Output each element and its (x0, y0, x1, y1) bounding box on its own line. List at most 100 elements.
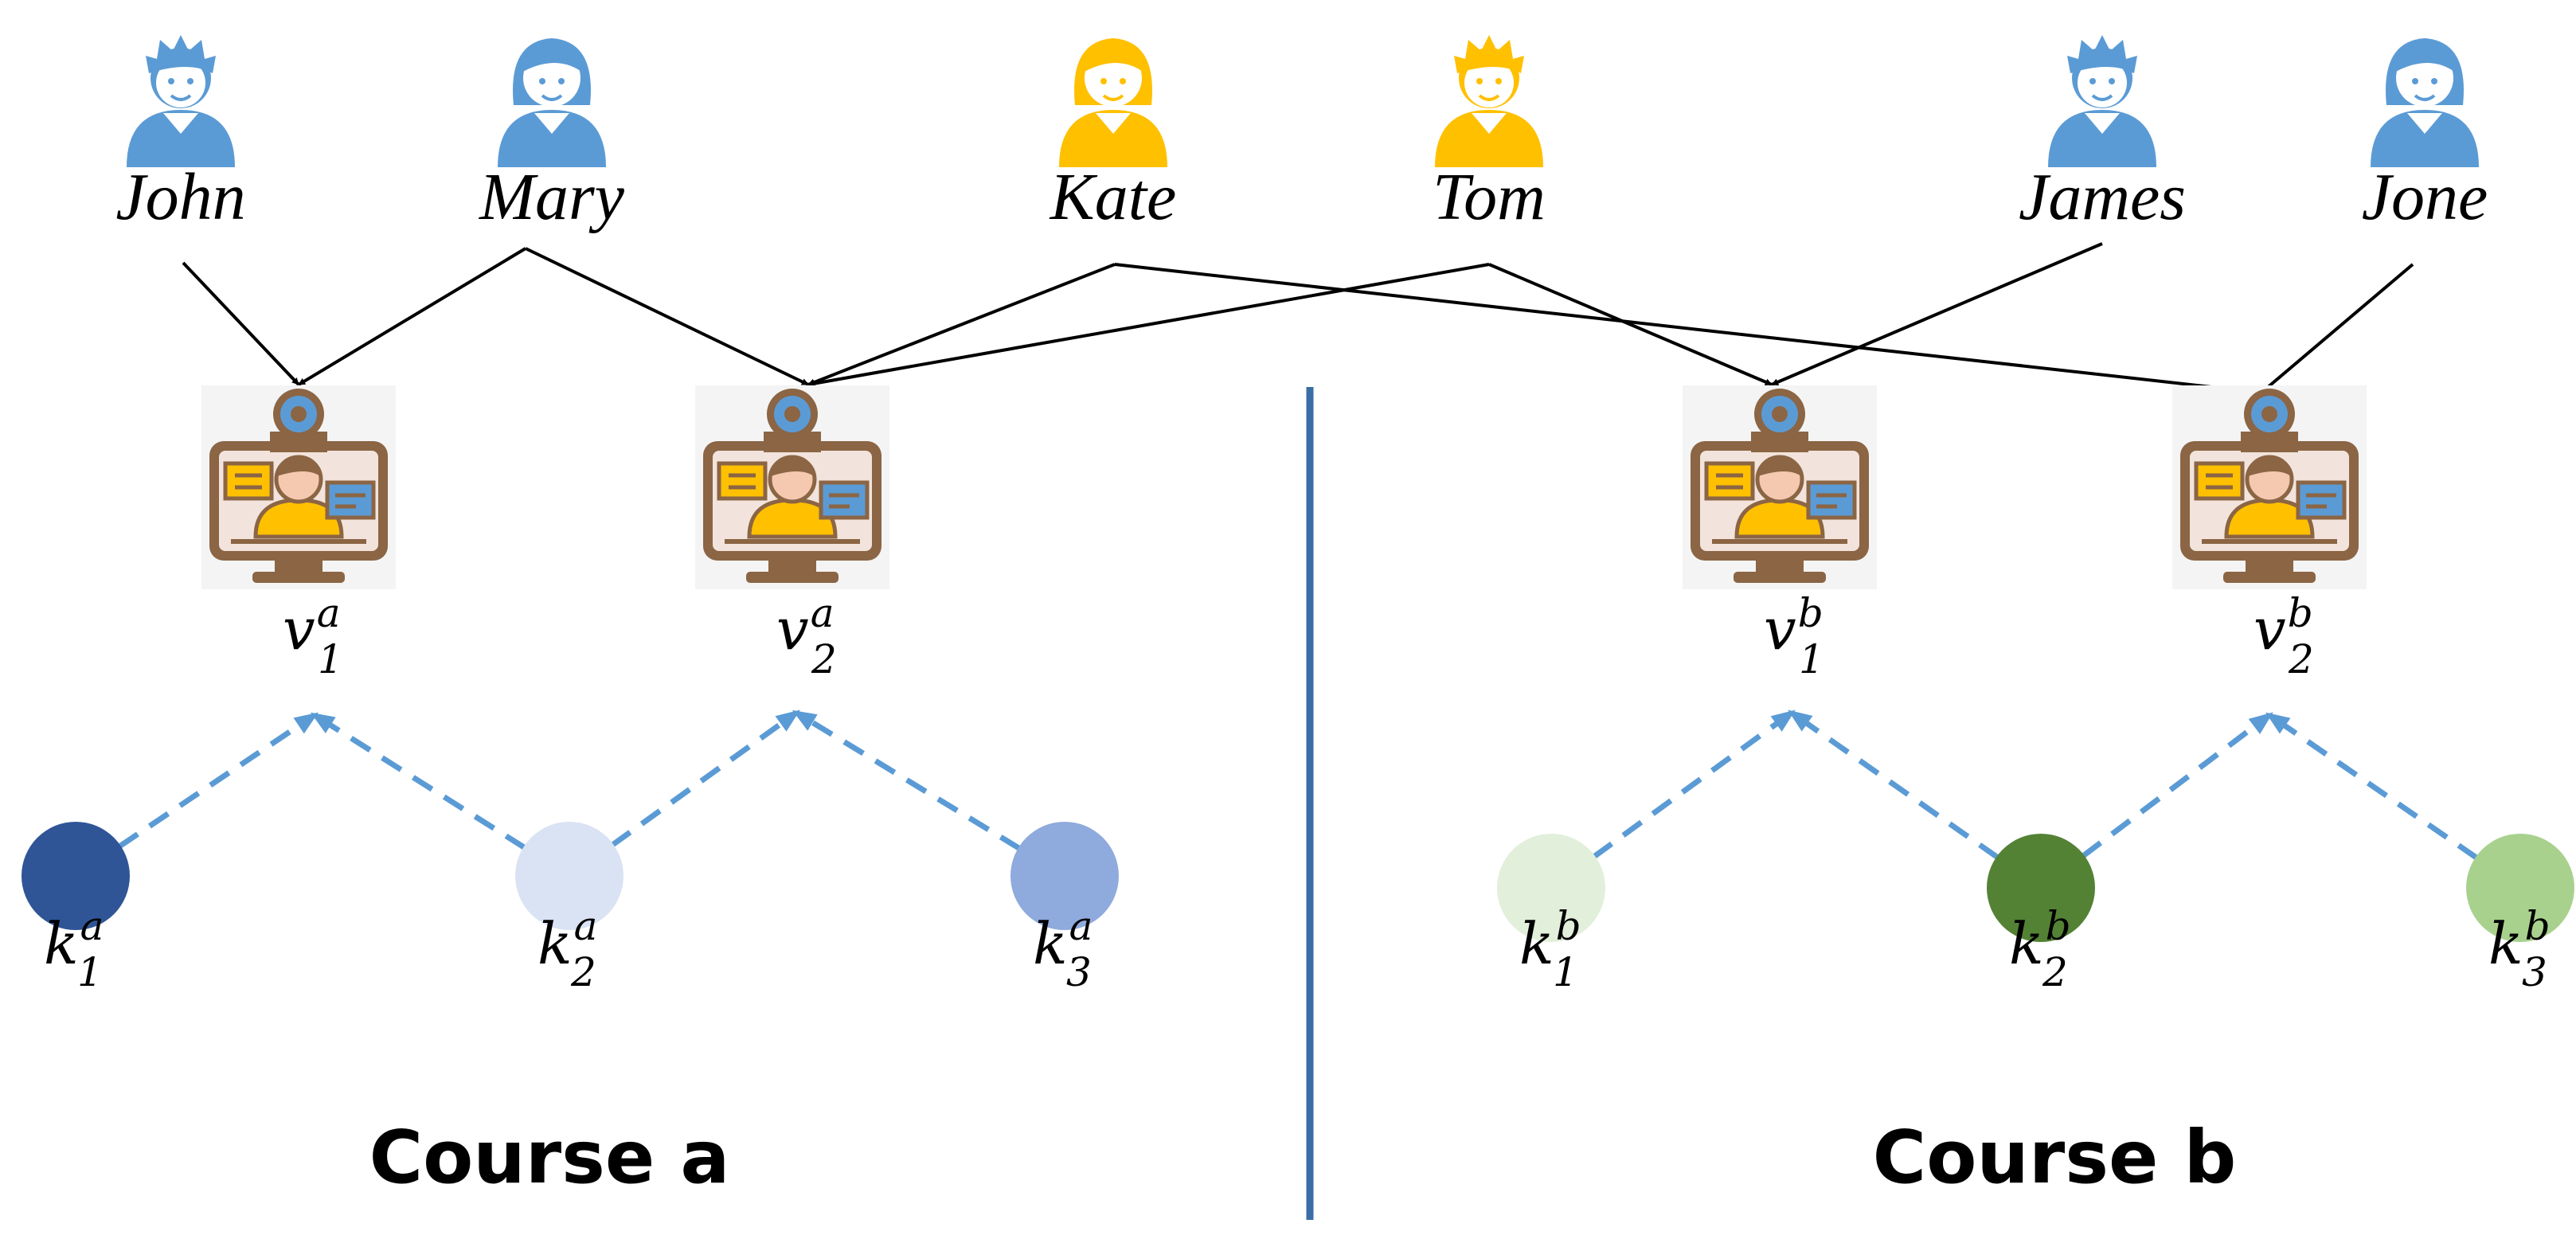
concept-sub: 1 (77, 949, 103, 995)
concept-sup: a (80, 903, 104, 949)
watch-edge (807, 263, 1116, 386)
user-name-mary: Mary (479, 160, 625, 234)
male-user-icon (2048, 35, 2156, 167)
concept-edge (2081, 712, 2273, 858)
concept-edge (792, 709, 1022, 851)
video-symbol: v (1764, 596, 1796, 663)
male-user-icon (1435, 35, 1543, 167)
user-mary: Mary (479, 38, 625, 234)
concept-edge (610, 709, 800, 848)
video-sup: b (2288, 590, 2313, 636)
concept-symbol: k (1519, 910, 1554, 977)
video-lecture-icon (2172, 385, 2367, 589)
concept-sub: 2 (2042, 949, 2068, 995)
watch-edge (525, 247, 809, 386)
female-user-icon (498, 38, 606, 167)
video-sub: 1 (1799, 636, 1824, 682)
concept-symbol: k (537, 910, 573, 977)
female-user-icon (1059, 38, 1167, 167)
concept-sup: a (574, 903, 598, 949)
concept-sub: 3 (1066, 949, 1092, 995)
concept-sub: 3 (2522, 949, 2547, 995)
concept-sup: b (1556, 903, 1581, 949)
concept-symbol: k (2488, 910, 2523, 977)
female-user-icon (2371, 38, 2479, 167)
video-sup: a (317, 590, 341, 636)
video-symbol: v (283, 596, 315, 663)
watch-edges (182, 242, 2414, 396)
video-sup: a (811, 590, 835, 636)
course-a-label: Course a (369, 1115, 730, 1200)
watch-edge (1488, 263, 1773, 386)
concept-sub: 2 (570, 949, 596, 995)
concept-sup: b (2046, 903, 2071, 949)
user-tom: Tom (1433, 35, 1546, 234)
user-name-john: John (115, 160, 245, 234)
concept-symbol: k (2009, 910, 2044, 977)
user-name-james: James (2019, 160, 2186, 234)
user-name-kate: Kate (1050, 160, 1177, 234)
user-james: James (2019, 35, 2186, 234)
user-jone: Jone (2362, 38, 2488, 234)
user-name-jone: Jone (2362, 160, 2488, 234)
concept-node (2466, 834, 2574, 942)
concept-sub: 1 (1553, 949, 1578, 995)
concept-edge (1592, 709, 1796, 859)
watch-edge (1114, 263, 2262, 396)
video-sub: 2 (2288, 636, 2314, 682)
concept-node (1497, 834, 1605, 942)
video-lecture-icon (695, 385, 889, 589)
video-lecture-icon (201, 385, 396, 589)
concept-sup: a (1069, 903, 1093, 949)
watch-edge (182, 261, 300, 386)
concept-node (515, 822, 623, 930)
user-kate: Kate (1050, 38, 1177, 234)
concept-node (1010, 822, 1119, 930)
course-b-label: Course b (1873, 1115, 2237, 1200)
concept-symbol: k (44, 910, 79, 977)
concept-edge (2265, 712, 2479, 861)
watch-edge (807, 263, 1490, 388)
concept-node (21, 822, 130, 930)
concept-sup: b (2525, 903, 2551, 949)
concept-node (1987, 834, 2095, 942)
concept-symbol: k (1033, 910, 1068, 977)
video-symbol: v (776, 596, 809, 663)
concept-edge (1788, 709, 2000, 860)
user-john: John (115, 35, 246, 234)
concept-edges (117, 709, 2479, 861)
concept-edge (310, 712, 527, 850)
video-sub: 1 (318, 636, 343, 682)
concept-edge (117, 712, 319, 850)
user-name-tom: Tom (1433, 160, 1546, 234)
video-sub: 2 (811, 636, 837, 682)
video-sup: b (1798, 590, 1824, 636)
video-symbol: v (2254, 596, 2286, 663)
male-user-icon (127, 35, 235, 167)
watch-edge (297, 247, 527, 386)
video-lecture-icon (1683, 385, 1877, 589)
